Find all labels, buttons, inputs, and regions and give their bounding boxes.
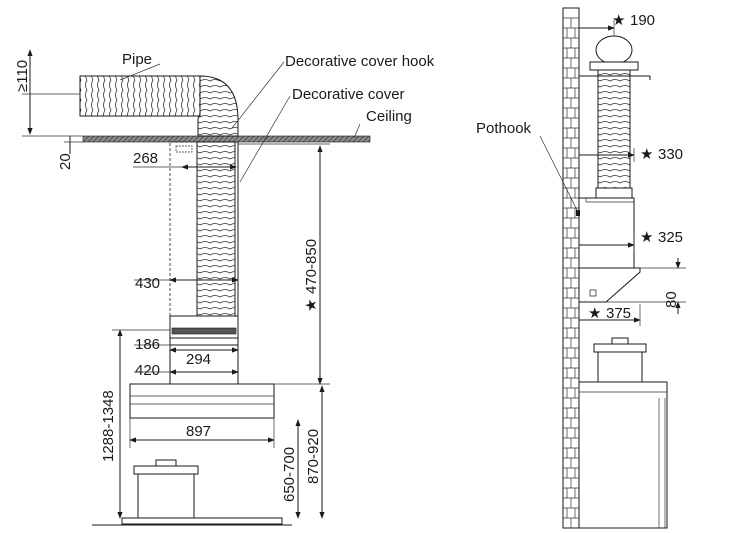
dim-height-range-star: ★ xyxy=(303,299,320,312)
hood-canopy xyxy=(129,383,275,419)
side-pipe xyxy=(597,61,631,189)
cover-hook xyxy=(175,145,193,153)
label-ceiling: Ceiling xyxy=(366,108,412,125)
dim-cover-width: 430 xyxy=(135,275,160,292)
dim-bracket-width: 186 xyxy=(135,336,160,353)
hood-bracket xyxy=(169,315,239,339)
dim-cover-depth: 330 xyxy=(658,146,683,163)
label-hook: Decorative cover hook xyxy=(285,53,435,70)
dim-canopy-height: 80 xyxy=(663,291,680,308)
dim-canopy-depth-star: ★ xyxy=(588,305,601,322)
side-pipe-top xyxy=(595,35,633,65)
dim-cover-depth-star: ★ xyxy=(640,146,653,163)
dim-mount-high: 870-920 xyxy=(305,429,322,484)
dim-ceiling-gap: 20 xyxy=(57,153,74,170)
label-pipe: Pipe xyxy=(122,51,152,68)
pipe-elbow xyxy=(197,75,239,137)
side-pot xyxy=(593,337,647,383)
label-pothook: Pothook xyxy=(476,120,532,137)
dim-bracket-inner: 294 xyxy=(186,351,211,368)
dim-min-clearance: ≥110 xyxy=(14,60,31,92)
dim-pipe-diameter: 190 xyxy=(630,12,655,29)
side-view: Pothook ★ 190 ★ 330 ★ 325 80 ★ 375 xyxy=(476,7,686,529)
dim-total-width: 897 xyxy=(186,423,211,440)
dim-height-range: 470-850 xyxy=(303,239,320,294)
hood-column xyxy=(169,337,239,385)
pipe-vertical xyxy=(196,141,236,317)
dim-mount-low: 650-700 xyxy=(281,447,298,502)
dim-body-depth-star: ★ xyxy=(640,229,653,246)
side-cabinet xyxy=(578,381,668,529)
side-canopy xyxy=(578,267,641,303)
dim-body-width: 420 xyxy=(135,362,160,379)
front-view: Pipe Decorative cover hook Decorative co… xyxy=(14,49,435,526)
dim-pipe-offset: 268 xyxy=(133,150,158,167)
dim-canopy-depth: 375 xyxy=(606,305,631,322)
dim-pipe-diameter-star: ★ xyxy=(612,12,625,29)
ceiling-slab xyxy=(82,135,371,143)
label-cover: Decorative cover xyxy=(292,86,405,103)
brick-wall xyxy=(562,7,580,529)
side-body xyxy=(578,197,635,269)
dim-total-height: 1288-1348 xyxy=(100,390,117,462)
dim-body-depth: 325 xyxy=(658,229,683,246)
pipe-horizontal xyxy=(79,75,203,117)
front-stove xyxy=(92,459,292,526)
